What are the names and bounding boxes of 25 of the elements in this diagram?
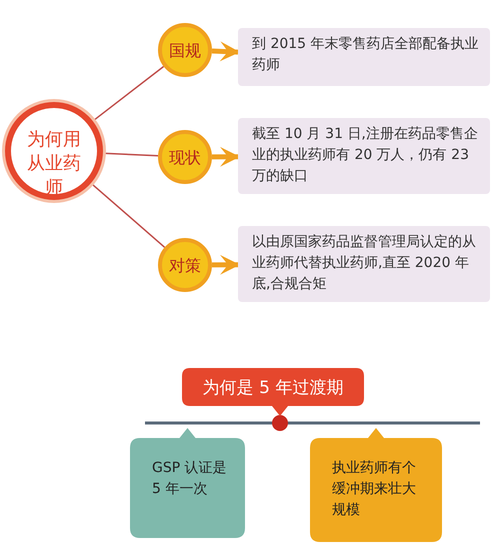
callout-box [310,428,442,542]
topic-circle [158,23,212,77]
connector-line [92,66,164,122]
label-text: 为何是 5 年过渡期 [202,377,344,399]
topic-circle [158,238,212,292]
arrow [212,254,240,275]
speech-bubble [182,368,364,416]
text-box [238,28,490,86]
label-text: 对策 [168,256,202,277]
label-text: 到 2015 年末零售药店全部配备执业药师 [252,35,480,75]
label-text: 执业药师有个缓冲期来壮大规模 [332,459,417,520]
title-circle [5,102,103,200]
callout-box [130,428,245,538]
label-text: 国规 [168,41,202,62]
text-box [238,118,490,194]
label-text: 截至 10 月 31 日,注册在药品零售企业的执业药师有 20 万人，仍有 23 万的缺口 [252,125,479,186]
connector-line [90,182,166,248]
arrow [212,146,240,167]
label-text: 为何用从业药师 [26,128,82,200]
arrow [212,41,240,62]
label-text: 现状 [168,148,202,169]
label-text: 以由原国家药品监督管理局认定的从业药师代替执业药师,直至 2020 年底,合规合矩 [252,233,477,294]
text-box [238,226,490,302]
label-text: GSP 认证是 5 年一次 [152,459,227,499]
topic-circle [158,130,212,184]
